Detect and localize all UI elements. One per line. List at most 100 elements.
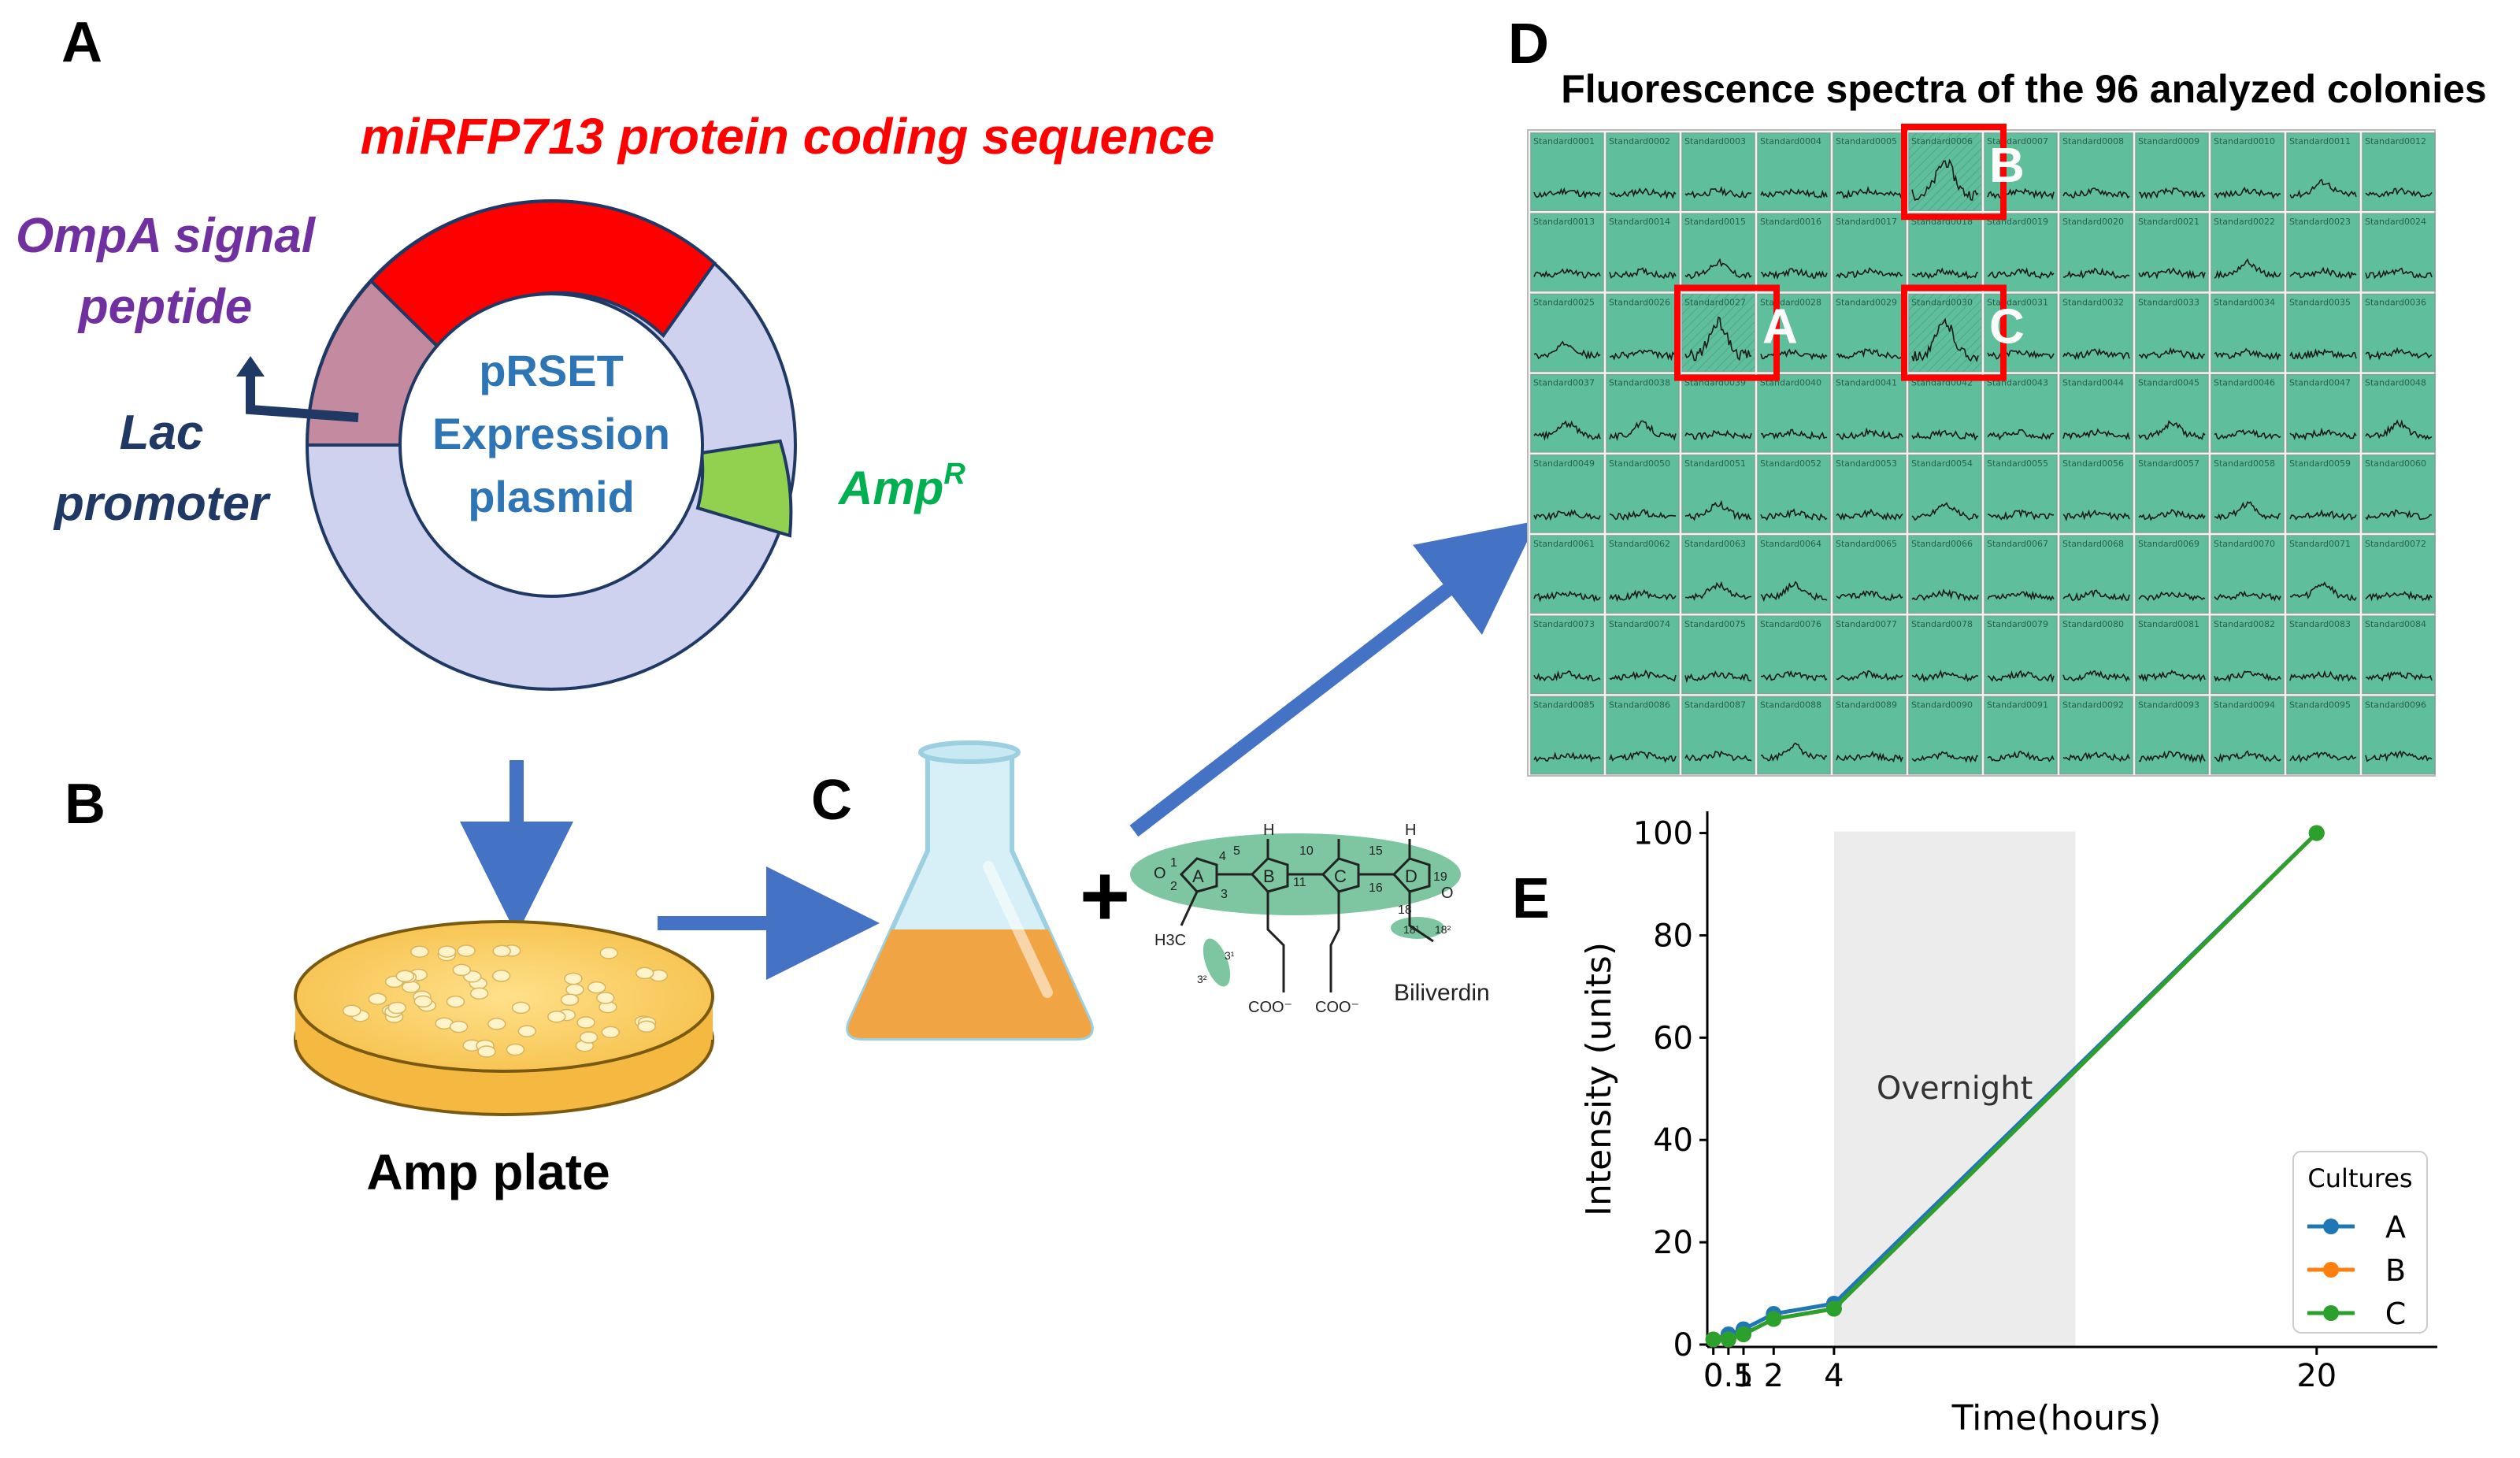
spectrum-cell-bg — [1606, 373, 1680, 453]
colony — [547, 1010, 566, 1023]
spectrum-cell-bg — [2211, 454, 2285, 533]
spectrum-trace — [1760, 268, 1828, 280]
series-point-c — [2308, 825, 2325, 841]
petri-plate — [294, 920, 714, 1116]
spectrum-cell-label: Standard0034 — [2214, 297, 2275, 307]
spectrum-cell-label: Standard0047 — [2289, 378, 2351, 388]
spectrum-trace — [2365, 187, 2433, 198]
spectrum-cell: Standard0057 — [2135, 454, 2209, 533]
atom-number-10: 10 — [1299, 844, 1314, 858]
colony — [511, 1001, 531, 1015]
spectrum-cell-bg — [1681, 213, 1755, 292]
y-tick-label: 80 — [1653, 918, 1693, 954]
spectrum-trace — [1760, 428, 1828, 440]
spectrum-cell-label: Standard0035 — [2289, 297, 2351, 307]
legend-marker-a — [2323, 1219, 2339, 1234]
spectrum-cell: Standard0008 — [2059, 132, 2133, 211]
colony — [477, 1045, 496, 1058]
spectrum-cell: Standard0028 — [1757, 293, 1831, 373]
spectrum-trace — [2214, 501, 2281, 521]
spectrum-cell-bg — [1984, 615, 2058, 695]
spectrum-cell-bg — [1530, 454, 1604, 533]
spectrum-trace — [1911, 588, 1979, 602]
spectrum-cell: Standard0035 — [2286, 293, 2360, 373]
spectrum-cell-bg — [1833, 454, 1907, 533]
colony — [469, 987, 489, 1000]
amp-label-main: Amp — [837, 462, 943, 514]
colonies — [342, 944, 669, 1058]
legend-label-a: A — [2385, 1210, 2406, 1245]
spectrum-trace — [1609, 588, 1677, 603]
spectrum-cell-bg — [1530, 132, 1604, 211]
spectrum-cell: Standard0038 — [1606, 373, 1680, 453]
panel-a: A miRFP713 protein coding sequence OmpA … — [16, 11, 1214, 691]
spectrum-cell-bg — [2286, 535, 2360, 614]
spectrum-cell-label: Standard0054 — [1911, 458, 1973, 469]
spectrum-trace — [1836, 590, 1903, 601]
spectrum-cell: Standard0051 — [1681, 454, 1755, 533]
colony — [452, 963, 472, 977]
spectrum-cell: Standard0089 — [1833, 696, 1907, 775]
spectrum-trace — [1911, 428, 1979, 441]
spectrum-cell-label: Standard0005 — [1836, 136, 1897, 147]
spectrum-cell: Standard0045 — [2135, 373, 2209, 453]
y-tick-label: 40 — [1653, 1122, 1693, 1159]
carboxylate-2: COO⁻ — [1315, 999, 1359, 1016]
signal-label-line2: peptide — [77, 280, 252, 334]
atom-number-18: 18 — [1398, 903, 1412, 917]
colony — [635, 966, 654, 980]
spectrum-trace — [1911, 317, 1979, 363]
spectrum-cell: Standard0090 — [1908, 696, 1982, 775]
spectrum-cell-bg — [2135, 213, 2209, 292]
colony — [596, 992, 615, 1004]
x-tick-label: 0.5 — [1703, 1358, 1754, 1394]
legend-marker-c — [2323, 1305, 2339, 1321]
spectrum-trace — [1911, 267, 1979, 280]
spectrum-trace — [2289, 178, 2357, 198]
spectrum-cell: Standard0086 — [1606, 696, 1680, 775]
spectrum-cell-bg — [2362, 132, 2436, 211]
spectrum-cell-bg — [2286, 696, 2360, 775]
colony — [387, 1001, 407, 1015]
x-tick-label: 2 — [1764, 1358, 1784, 1394]
spectrum-cell: Standard0076 — [1757, 615, 1831, 695]
spectrum-trace — [1836, 670, 1903, 681]
amp-label: AmpR — [837, 458, 965, 514]
spectrum-cell-bg — [1984, 454, 2058, 533]
spectrum-trace — [2138, 347, 2205, 360]
panel-c: C + A B — [658, 521, 1538, 1041]
oxygen-label-a: O — [1154, 865, 1166, 882]
spectrum-cell-label: Standard0023 — [2289, 217, 2351, 227]
x-tick-label: 4 — [1824, 1358, 1844, 1394]
spectrum-cell: Standard0003 — [1681, 132, 1755, 211]
plasmid-name-line3: plasmid — [468, 472, 635, 521]
spectrum-trace — [2138, 420, 2206, 440]
spectrum-trace — [2138, 751, 2206, 764]
spectrum-trace — [1609, 349, 1677, 362]
spectrum-cell: Standard0088 — [1757, 696, 1831, 775]
spectrum-cell-label: Standard0079 — [1987, 619, 2048, 629]
spectrum-trace — [1684, 750, 1752, 762]
spectrum-cell: Standard0044 — [2059, 373, 2133, 453]
spectrum-trace — [2214, 258, 2281, 280]
spectrum-cell: Standard0096 — [2362, 696, 2436, 775]
spectrum-trace — [1533, 509, 1601, 521]
spectrum-trace — [1836, 267, 1903, 279]
spectrum-cell-bg — [2362, 454, 2436, 533]
spectrum-cell: Standard0017 — [1833, 213, 1907, 292]
spectrum-cell: Standard0018 — [1908, 213, 1982, 292]
spectrum-trace — [1836, 427, 1903, 440]
spectrum-cell-bg — [1757, 535, 1831, 614]
spectrum-cell: Standard0069 — [2135, 535, 2209, 614]
spectrum-cell: Standard0070 — [2211, 535, 2285, 614]
spectrum-trace — [2138, 509, 2206, 521]
spectrum-trace — [1836, 750, 1903, 763]
spectrum-cell: Standard0027 — [1681, 293, 1755, 373]
spectrum-cell: Standard0092 — [2059, 696, 2133, 775]
spectrum-cell: Standard0054 — [1908, 454, 1982, 533]
spectrum-cell: Standard0065 — [1833, 535, 1907, 614]
spectrum-cell-label: Standard0072 — [2365, 539, 2426, 549]
spectrum-cell-label: Standard0087 — [1684, 699, 1746, 710]
spectrum-cell: Standard0053 — [1833, 454, 1907, 533]
